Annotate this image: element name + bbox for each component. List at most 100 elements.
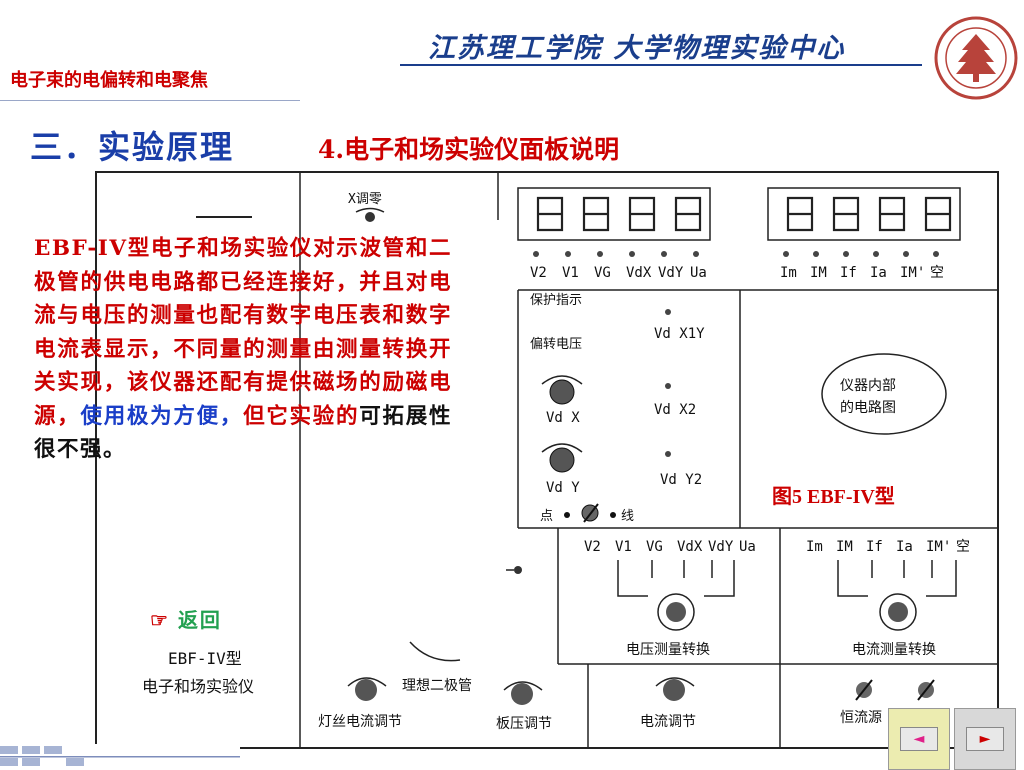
voltage-indicator-dot bbox=[533, 251, 539, 257]
current-indicator-dot bbox=[933, 251, 939, 257]
line-label: 线 bbox=[621, 509, 634, 524]
vdx2-label: Vd X2 bbox=[654, 402, 696, 418]
slide-title: 电子束的电偏转和电聚焦 bbox=[10, 70, 208, 91]
voltage-switch-label: 电压测量转换 bbox=[626, 641, 710, 658]
current-indicator-label: Im bbox=[780, 265, 797, 281]
plate-label: 板压调节 bbox=[496, 716, 552, 732]
current-adj-knob bbox=[663, 679, 685, 701]
header-divider-left bbox=[0, 100, 300, 101]
voltage-indicators: V2 V1 VG VdX VdY Ua bbox=[530, 251, 707, 281]
voltage-switch-position-label: VdY bbox=[708, 539, 734, 555]
current-indicator-dot bbox=[873, 251, 879, 257]
current-indicator-label: IM bbox=[810, 265, 827, 281]
description-red-2: 但它实验的 bbox=[243, 403, 360, 429]
current-indicator-dot bbox=[903, 251, 909, 257]
current-indicator-dot bbox=[783, 251, 789, 257]
voltage-switch-labels: V2 V1 VG VdX VdY Ua bbox=[584, 539, 756, 555]
voltage-switch-position-label: V2 bbox=[584, 539, 601, 555]
model-line1: EBF-IV型 bbox=[168, 649, 242, 668]
voltage-indicator-dot bbox=[661, 251, 667, 257]
voltage-indicator-dot bbox=[565, 251, 571, 257]
vdy2-label: Vd Y2 bbox=[660, 472, 702, 488]
institute-name: 江苏理工学院 大学物理实验中心 bbox=[428, 33, 846, 64]
filament-knob bbox=[355, 679, 377, 701]
voltage-indicator-label: V1 bbox=[562, 265, 579, 281]
plate-knob bbox=[511, 683, 533, 705]
circuit-line2: 的电路图 bbox=[840, 400, 896, 416]
constant-source-label: 恒流源 bbox=[840, 710, 882, 726]
current-switch-position-label: IM' bbox=[926, 539, 951, 555]
current-switch-position-label: Im bbox=[806, 539, 823, 555]
description-red: EBF-IV型电子和场实验仪对示波管和二极管的供电电路都已经连接好，并且对电流与… bbox=[34, 236, 452, 429]
current-indicator-dot bbox=[843, 251, 849, 257]
header-divider bbox=[400, 64, 922, 66]
voltage-indicator-label: VdX bbox=[626, 265, 652, 281]
seven-segment-digit bbox=[628, 196, 656, 232]
vdx-knob bbox=[549, 379, 575, 405]
current-adj-label: 电流调节 bbox=[640, 714, 696, 730]
current-indicator-label: Ia bbox=[870, 265, 887, 281]
point-label: 点 bbox=[540, 509, 553, 524]
voltage-indicator-label: V2 bbox=[530, 265, 547, 281]
voltage-switch-position-label: VdX bbox=[677, 539, 703, 555]
description-blue: 使用极为方便， bbox=[80, 403, 244, 429]
voltage-switch-position-label: Ua bbox=[739, 539, 756, 555]
current-indicator-label: If bbox=[840, 265, 857, 281]
current-selector-knob bbox=[888, 602, 908, 622]
current-switch-position-label: IM bbox=[836, 539, 853, 555]
vdx-label: Vd X bbox=[546, 410, 580, 426]
seven-segment-digit bbox=[832, 196, 860, 232]
return-label: 返回 bbox=[177, 608, 222, 632]
hand-pointer-icon: ☞ bbox=[150, 608, 170, 632]
x-zero-knob bbox=[365, 212, 375, 222]
seven-segment-digit bbox=[924, 196, 952, 232]
vdx1y-label: Vd X1Y bbox=[654, 326, 705, 342]
circuit-line1: 仪器内部 bbox=[840, 378, 896, 394]
seven-segment-digit bbox=[786, 196, 814, 232]
voltage-indicator-dot bbox=[693, 251, 699, 257]
current-switch-labels: Im IM If Ia IM' 空 bbox=[806, 539, 970, 555]
current-indicator-label: IM' bbox=[900, 265, 925, 281]
description-text: EBF-IV型电子和场实验仪对示波管和二极管的供电电路都已经连接好，并且对电流与… bbox=[34, 232, 452, 467]
voltage-indicator-dot bbox=[597, 251, 603, 257]
decorative-strip bbox=[0, 744, 240, 768]
figure-caption: 图5 EBF-IV型 bbox=[772, 486, 895, 508]
seven-segment-digit bbox=[536, 196, 564, 232]
current-switch-label: 电流测量转换 bbox=[852, 641, 936, 658]
vdy-knob bbox=[549, 447, 575, 473]
voltage-selector-knob bbox=[666, 602, 686, 622]
right-arrow-icon: ► bbox=[979, 731, 991, 747]
vdy-label: Vd Y bbox=[546, 480, 580, 496]
current-indicator-dot bbox=[813, 251, 819, 257]
current-digits bbox=[786, 196, 952, 232]
ideal-diode-label: 理想二极管 bbox=[402, 678, 472, 694]
x-zero-label: X调零 bbox=[348, 192, 382, 207]
return-link[interactable]: ☞ 返回 bbox=[150, 604, 222, 633]
voltage-switch-position-label: VG bbox=[646, 539, 663, 555]
current-switch-position-label: If bbox=[866, 539, 883, 555]
description-black: 可拓展性很不强。 bbox=[34, 403, 452, 463]
voltage-indicator-label: VG bbox=[594, 265, 611, 281]
circuit-diagram-ellipse bbox=[821, 353, 947, 435]
current-switch-position-label: 空 bbox=[956, 539, 970, 555]
seven-segment-digit bbox=[674, 196, 702, 232]
model-line2: 电子和场实验仪 bbox=[142, 677, 254, 696]
seven-segment-digit bbox=[878, 196, 906, 232]
voltage-indicator-label: VdY bbox=[658, 265, 684, 281]
deflect-label: 偏转电压 bbox=[530, 337, 582, 352]
seven-segment-digit bbox=[582, 196, 610, 232]
university-logo bbox=[934, 16, 1018, 100]
voltage-indicator-dot bbox=[629, 251, 635, 257]
next-slide-button[interactable]: ► bbox=[954, 708, 1016, 770]
subsection-heading: 4.电子和场实验仪面板说明 bbox=[318, 135, 620, 164]
prev-slide-button[interactable]: ◄ bbox=[888, 708, 950, 770]
panel-frame bbox=[95, 171, 999, 749]
voltage-digits bbox=[536, 196, 702, 232]
filament-label: 灯丝电流调节 bbox=[318, 714, 402, 730]
current-switch-position-label: Ia bbox=[896, 539, 913, 555]
voltage-switch-position-label: V1 bbox=[615, 539, 632, 555]
left-arrow-icon: ◄ bbox=[913, 731, 925, 747]
voltage-indicator-label: Ua bbox=[690, 265, 707, 281]
